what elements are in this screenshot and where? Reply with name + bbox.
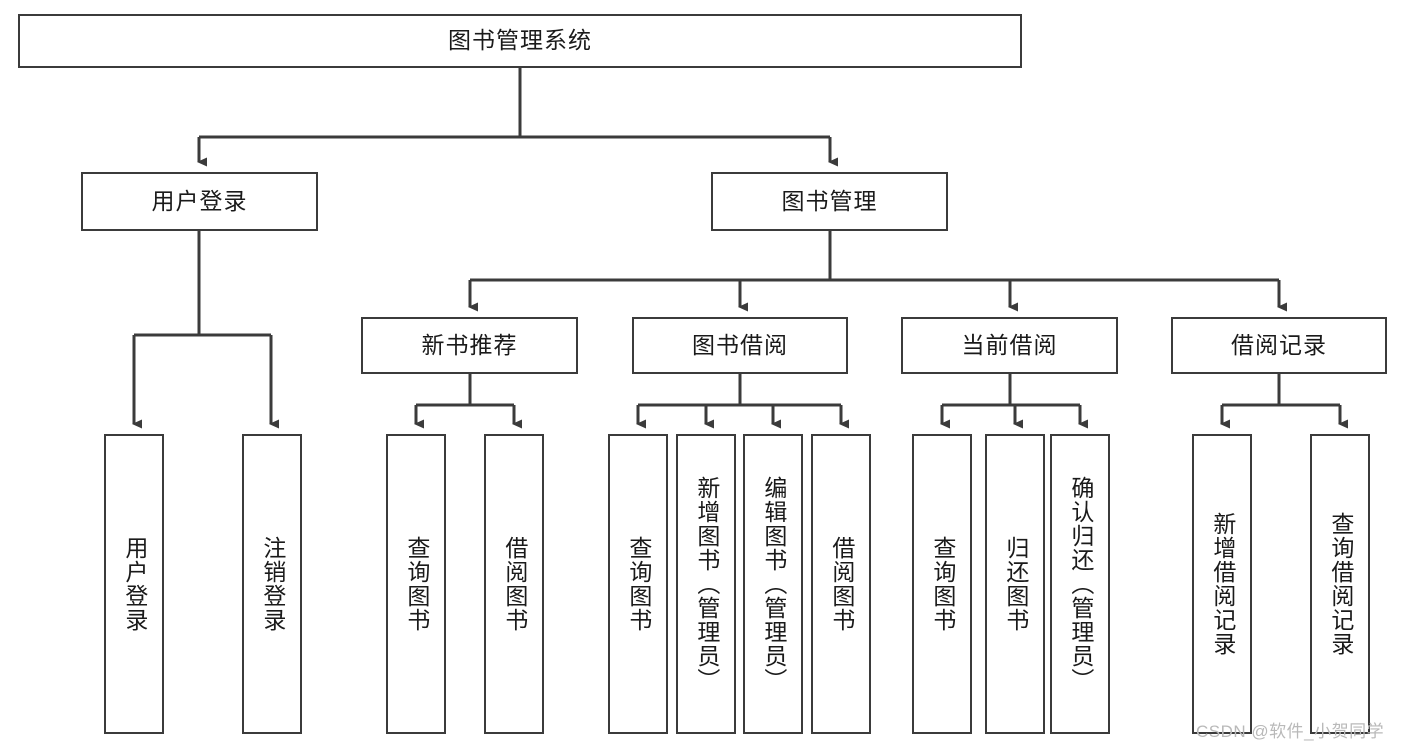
- node-leaf-borrow-book-2-label: 借阅图书: [828, 536, 855, 632]
- node-leaf-query-book-3[interactable]: 查询图书: [912, 434, 972, 734]
- node-leaf-borrow-book-2[interactable]: 借阅图书: [811, 434, 871, 734]
- node-leaf-confirm-return-label: 确认归还（管理员）: [1067, 476, 1094, 692]
- node-new-book-recommend[interactable]: 新书推荐: [361, 317, 578, 374]
- node-leaf-add-record-label: 新增借阅记录: [1209, 512, 1236, 656]
- node-leaf-add-book-label: 新增图书（管理员）: [693, 476, 720, 692]
- node-leaf-add-record[interactable]: 新增借阅记录: [1192, 434, 1252, 734]
- node-new-book-recommend-label: 新书推荐: [421, 331, 518, 358]
- node-leaf-query-book-2[interactable]: 查询图书: [608, 434, 668, 734]
- node-leaf-edit-book[interactable]: 编辑图书（管理员）: [743, 434, 803, 734]
- node-user-login[interactable]: 用户登录: [81, 172, 318, 231]
- node-leaf-borrow-book-1[interactable]: 借阅图书: [484, 434, 544, 734]
- node-leaf-user-login-label: 用户登录: [121, 536, 148, 632]
- node-leaf-edit-book-label: 编辑图书（管理员）: [760, 476, 787, 692]
- node-leaf-logout-label: 注销登录: [259, 536, 286, 632]
- node-leaf-user-login[interactable]: 用户登录: [104, 434, 164, 734]
- node-current-borrow[interactable]: 当前借阅: [901, 317, 1118, 374]
- node-book-borrow-label: 图书借阅: [692, 331, 788, 358]
- node-borrow-record[interactable]: 借阅记录: [1171, 317, 1387, 374]
- node-leaf-borrow-book-1-label: 借阅图书: [501, 536, 528, 632]
- node-root-label: 图书管理系统: [448, 27, 592, 54]
- node-book-manage[interactable]: 图书管理: [711, 172, 948, 231]
- node-leaf-add-book[interactable]: 新增图书（管理员）: [676, 434, 736, 734]
- node-leaf-query-book-1-label: 查询图书: [403, 536, 430, 632]
- node-leaf-logout[interactable]: 注销登录: [242, 434, 302, 734]
- node-book-manage-label: 图书管理: [781, 187, 878, 214]
- node-leaf-query-book-1[interactable]: 查询图书: [386, 434, 446, 734]
- node-root[interactable]: 图书管理系统: [18, 14, 1022, 68]
- node-leaf-return-book-label: 归还图书: [1002, 536, 1029, 632]
- node-book-borrow[interactable]: 图书借阅: [632, 317, 848, 374]
- watermark: CSDN @软件_小贺同学: [1196, 722, 1385, 741]
- node-leaf-query-record-label: 查询借阅记录: [1327, 512, 1354, 656]
- node-borrow-record-label: 借阅记录: [1231, 331, 1327, 358]
- node-user-login-label: 用户登录: [151, 187, 248, 214]
- node-current-borrow-label: 当前借阅: [961, 331, 1058, 358]
- node-leaf-return-book[interactable]: 归还图书: [985, 434, 1045, 734]
- node-leaf-confirm-return[interactable]: 确认归还（管理员）: [1050, 434, 1110, 734]
- node-leaf-query-book-3-label: 查询图书: [929, 536, 956, 632]
- node-leaf-query-book-2-label: 查询图书: [625, 536, 652, 632]
- node-leaf-query-record[interactable]: 查询借阅记录: [1310, 434, 1370, 734]
